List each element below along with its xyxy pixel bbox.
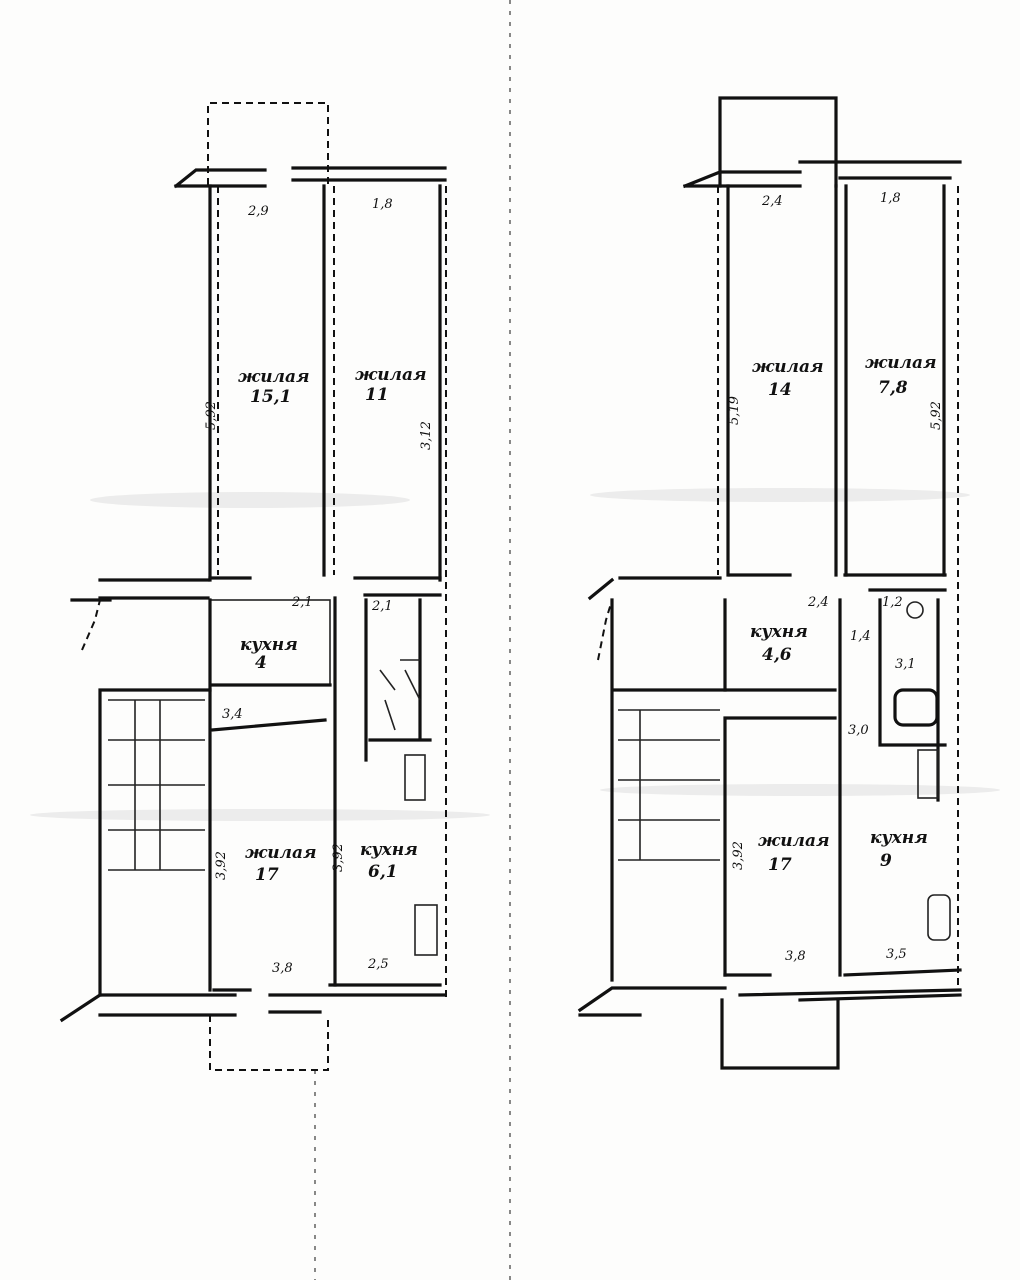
lower-wall: [723, 968, 962, 977]
room-label-name: кухня: [750, 622, 808, 642]
lower-wall: [212, 983, 442, 992]
mid-wall: [353, 576, 442, 597]
window-top: [173, 166, 447, 189]
room-label-name: жилая: [245, 843, 317, 863]
sink-fixture: [906, 601, 924, 619]
bath-wall: [878, 598, 947, 802]
dimension-label: 3,92: [331, 843, 346, 872]
dimension-label: 2,4: [807, 595, 829, 610]
dimension-label: 2,5: [367, 957, 389, 972]
dimension-label: 5,19: [727, 396, 742, 425]
room-label-name: жилая: [752, 357, 824, 377]
radiator: [404, 754, 426, 801]
dimension-label: 3,0: [848, 723, 869, 738]
room-label-name: кухня: [870, 828, 928, 848]
dimension-label: 5,92: [929, 401, 944, 430]
dimension-label: 2,1: [291, 595, 313, 610]
hall-dash: [597, 599, 613, 661]
dimension-label: 1,2: [882, 595, 903, 610]
dimension-label: 2,1: [371, 599, 393, 614]
window-bottom: [577, 986, 962, 1017]
room-label-area: 4,6: [762, 645, 792, 665]
smudge: [30, 809, 490, 821]
kitchen-wall: [723, 598, 837, 977]
stair-steps: [108, 699, 205, 871]
balcony-top: [718, 96, 838, 188]
room-label-name: жилая: [865, 353, 937, 373]
room-label-area: 9: [880, 851, 892, 871]
dimension-label: 1,8: [880, 191, 901, 206]
room-label-area: 4: [255, 653, 267, 673]
room-label-area: 14: [768, 380, 792, 400]
room-label-area: 6,1: [368, 862, 398, 882]
bath-fixture: [379, 659, 421, 731]
bath-wall: [333, 596, 432, 987]
room-label-area: 3,1: [895, 657, 916, 672]
room-label-area: 7,8: [878, 378, 908, 398]
room-label-name: кухня: [360, 840, 418, 860]
room-label-name: жилая: [355, 365, 427, 385]
room-label-area: 1,4: [850, 629, 871, 644]
bathtub: [893, 688, 939, 727]
balcony-bottom: [720, 998, 840, 1070]
room-label-area: 17: [768, 855, 792, 875]
dimension-label: 2,4: [761, 194, 783, 209]
smudge: [600, 784, 1000, 796]
dimension-label: 3,4: [222, 707, 243, 722]
dimension-label: 5,92: [204, 401, 219, 430]
dimension-label: 2,9: [247, 204, 269, 219]
stair-outline: [98, 688, 212, 997]
fixture: [927, 894, 951, 941]
room-label-area: 11: [365, 385, 389, 405]
kitchen-wall: [208, 598, 332, 992]
radiator: [917, 749, 939, 799]
left-plan: жилая 15,1 жилая 11 кухня 4 жилая 17 кух…: [59, 102, 447, 1071]
fixture: [414, 904, 438, 956]
balcony-top: [207, 102, 329, 185]
room-label-area: 17: [255, 865, 279, 885]
dimension-label: 3,12: [419, 421, 434, 450]
right-plan: жилая 14 жилая 7,8 кухня 4,6 1,4 3,1 жил…: [577, 96, 962, 1070]
dimension-label: 3,92: [731, 841, 746, 870]
smudge: [590, 488, 970, 502]
stair-outline: [610, 598, 727, 982]
room-label-name: жилая: [238, 367, 310, 387]
mid-wall: [587, 573, 947, 601]
dimension-label: 3,8: [785, 949, 806, 964]
hall-dash: [81, 599, 101, 651]
dimension-label: 3,5: [886, 947, 907, 962]
window-bottom: [59, 993, 447, 1023]
balcony-bottom: [209, 1015, 329, 1071]
mid-wall: [70, 576, 252, 602]
smudge: [90, 492, 410, 508]
room-label-area: 15,1: [250, 387, 291, 407]
dimension-label: 3,8: [272, 961, 293, 976]
room-label-name: жилая: [758, 831, 830, 851]
room-label-name: кухня: [240, 635, 298, 655]
stair-steps: [618, 709, 720, 861]
dimension-label: 3,92: [214, 851, 229, 880]
window-top: [682, 160, 962, 189]
dimension-label: 1,8: [372, 197, 393, 212]
